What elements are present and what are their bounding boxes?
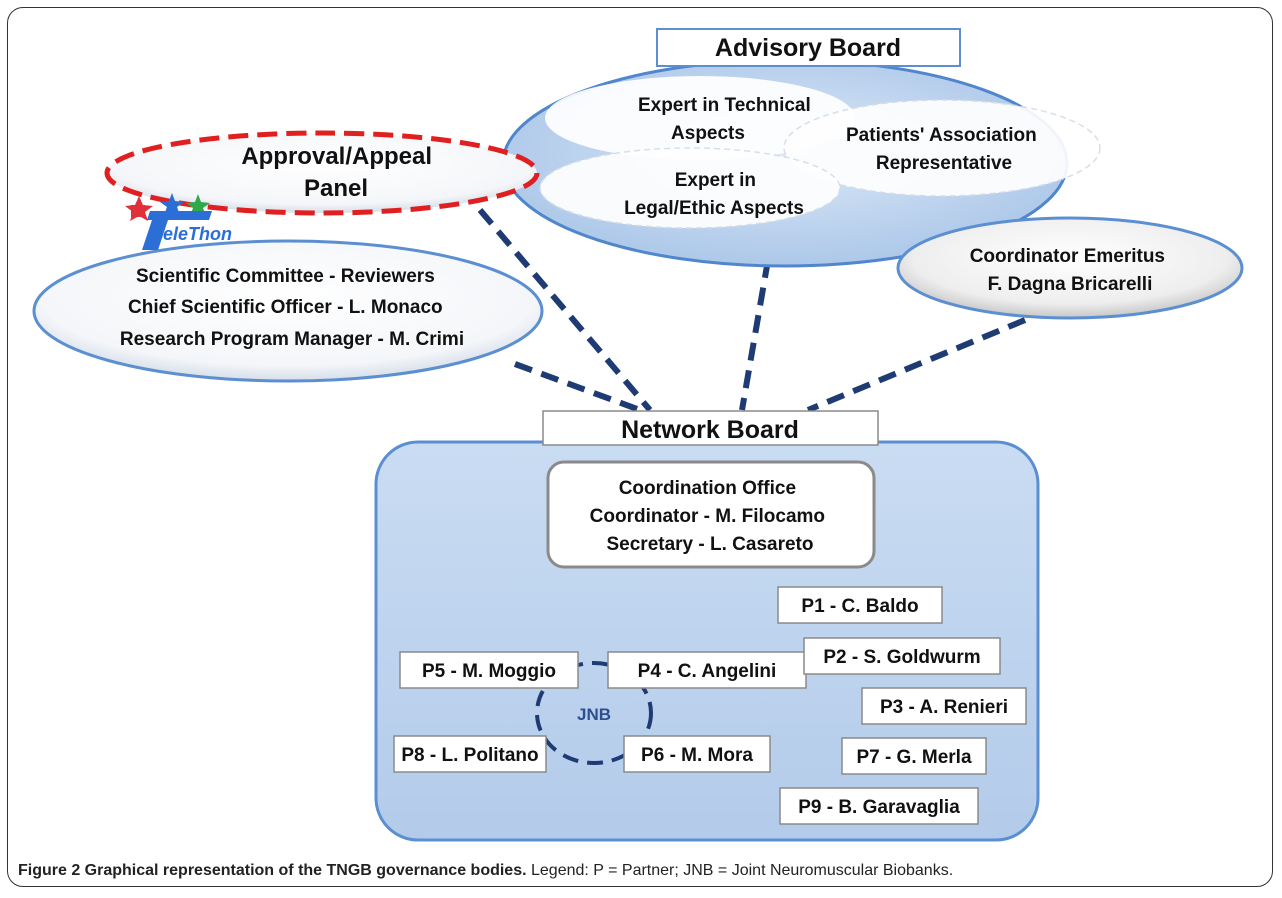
advisory-technical-line-1: Expert in Technical [638, 95, 811, 116]
approval-panel-ellipse [104, 130, 540, 216]
advisory-legal-line-1: Expert in [675, 170, 756, 191]
coordination-office-text: Coordination Office Coordinator - M. Fil… [590, 478, 831, 555]
logo-t-bar [147, 211, 212, 220]
jnb-label: JNB [577, 705, 611, 724]
emeritus-ellipse [896, 216, 1244, 320]
jnb-circle [535, 661, 653, 765]
advisory-patients-bubble [783, 99, 1101, 197]
advisory-patients-line-1: Patients' Association [846, 125, 1037, 146]
connector-emeritus-network [806, 317, 1027, 413]
advisory-technical-line-2: Aspects [671, 123, 745, 144]
partner-box-p8 [393, 735, 547, 773]
advisory-patients-line-2: Representative [876, 153, 1012, 174]
telethon-line-1: Scientific Committee - Reviewers [136, 266, 435, 287]
advisory-board-title: Advisory Board [715, 34, 901, 62]
partner-p8: P8 - L. Politano [401, 745, 538, 766]
partner-p5: P5 - M. Moggio [422, 661, 556, 682]
emeritus-text: Coordinator Emeritus F. Dagna Bricarelli [970, 246, 1171, 295]
connector-telethon-network [513, 361, 642, 413]
partner-box-p4 [607, 651, 807, 689]
partner-box-p7 [841, 737, 987, 775]
partner-p7: P7 - G. Merla [856, 747, 972, 768]
partner-p1: P1 - C. Baldo [801, 596, 918, 617]
caption-title: Figure 2 Graphical representation of the… [18, 862, 527, 879]
coordination-office-line-3: Secretary - L. Casareto [607, 534, 814, 555]
coordination-office-line-1: Coordination Office [619, 478, 796, 499]
logo-t-stem [142, 211, 171, 250]
partner-box-p5 [399, 651, 579, 689]
advisory-technical-text: Expert in Technical Aspects [638, 95, 816, 144]
figure-frame [7, 7, 1273, 887]
advisory-patients-text: Patients' Association Representative [846, 125, 1042, 174]
logo-bar-red [131, 205, 145, 217]
figure-caption: Figure 2 Graphical representation of the… [18, 862, 953, 880]
caption-legend: Legend: P = Partner; JNB = Joint Neuromu… [526, 862, 954, 879]
partner-p2: P2 - S. Goldwurm [823, 647, 980, 668]
logo-star-blue [160, 193, 184, 215]
coordination-office-box [546, 460, 876, 569]
connector-advisory-network [739, 259, 771, 411]
partner-boxes: P5 - M. Moggio P4 - C. Angelini P8 - L. … [393, 586, 1027, 825]
approval-panel-line-1: Approval/Appeal [241, 143, 432, 170]
connectors [477, 208, 1027, 413]
telethon-logo: eleThon [125, 193, 232, 250]
partner-box-p2 [803, 637, 1001, 675]
partner-p3: P3 - A. Renieri [880, 697, 1008, 718]
network-board-header [542, 410, 879, 446]
advisory-legal-line-2: Legal/Ethic Aspects [624, 198, 804, 219]
telethon-ellipse [32, 239, 544, 383]
telethon-line-2: Chief Scientific Officer - L. Monaco [128, 297, 443, 318]
partner-box-p1 [777, 586, 943, 624]
partner-box-p6 [623, 735, 771, 773]
partner-p9: P9 - B. Garavaglia [798, 797, 960, 818]
approval-panel-text: Approval/Appeal Panel [241, 143, 438, 202]
approval-panel-line-2: Panel [304, 175, 368, 202]
partner-p6: P6 - M. Mora [641, 745, 753, 766]
partner-p4: P4 - C. Angelini [638, 661, 777, 682]
advisory-technical-bubble [545, 76, 855, 160]
advisory-board-header [656, 28, 961, 67]
advisory-legal-text: Expert in Legal/Ethic Aspects [624, 170, 804, 219]
logo-text: eleThon [163, 224, 232, 244]
emeritus-line-1: Coordinator Emeritus [970, 246, 1165, 267]
connector-approval-network [477, 208, 653, 412]
partner-box-p9 [779, 787, 979, 825]
logo-star-green [186, 194, 210, 216]
telethon-text: Scientific Committee - Reviewers Chief S… [120, 266, 464, 350]
network-board-title: Network Board [621, 416, 799, 444]
emeritus-line-2: F. Dagna Bricarelli [988, 274, 1153, 295]
partner-box-p3 [861, 687, 1027, 725]
telethon-line-3: Research Program Manager - M. Crimi [120, 329, 464, 350]
coordination-office-line-2: Coordinator - M. Filocamo [590, 506, 825, 527]
advisory-legal-bubble [539, 147, 841, 229]
